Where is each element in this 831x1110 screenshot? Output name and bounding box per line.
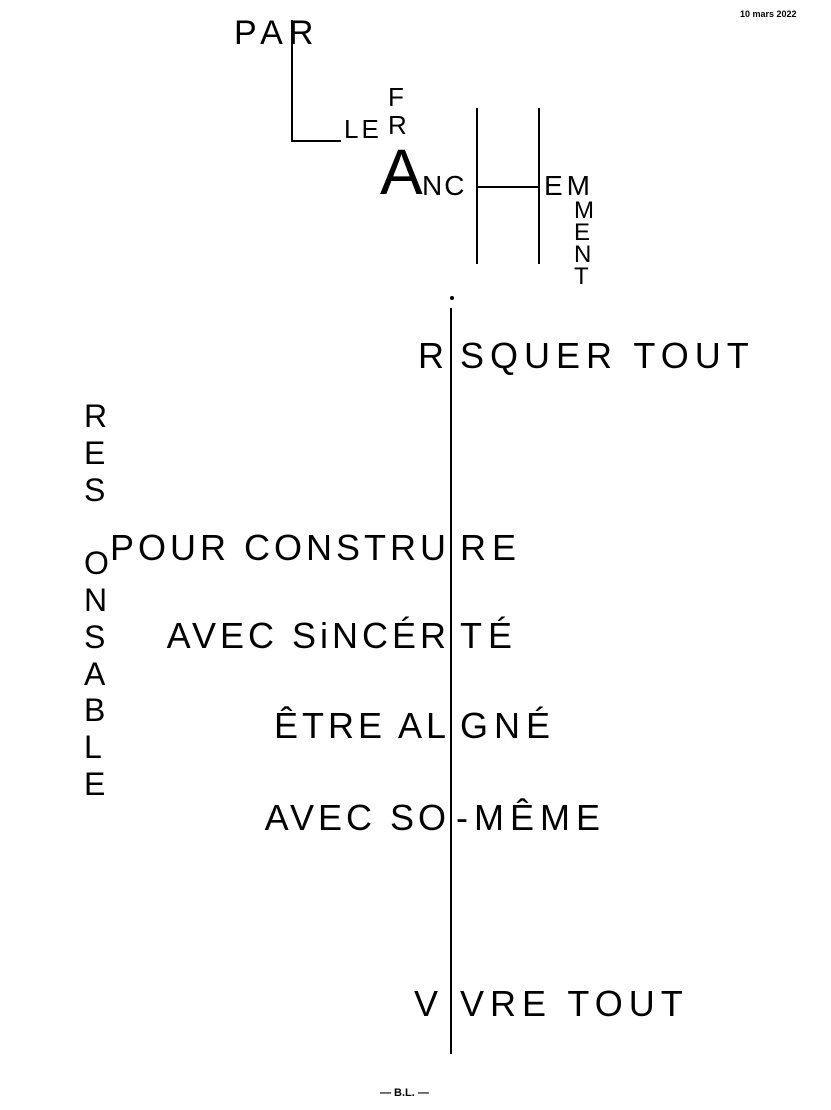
header-a-big: A [380, 136, 423, 208]
line1-right: SQUER TOUT [460, 335, 755, 376]
responsable-letter: O [84, 545, 109, 582]
ment-letter: E [574, 219, 591, 246]
responsable-letter: N [84, 581, 108, 618]
line5-right: -MÊME [456, 797, 606, 838]
main-vertical-line [450, 308, 452, 1054]
line2-right: RE [460, 527, 523, 568]
header-par-stem [291, 20, 293, 142]
line3-left: AVEC SiNCÉR [166, 615, 450, 656]
header-le: LE [344, 114, 382, 144]
responsable-letter: A [84, 655, 106, 692]
h-crossbar [476, 186, 540, 188]
header-ment-vertical: M E N T [574, 197, 594, 290]
line3-right: TÉ [460, 615, 519, 656]
date-label: 10 mars 2022 [740, 9, 797, 19]
header-r: R [388, 110, 413, 140]
signature: — B.L. — [380, 1087, 429, 1099]
ment-letter: N [574, 241, 592, 268]
header-f: F [388, 82, 410, 112]
i-dot [450, 296, 454, 300]
header-nc: NC [422, 170, 467, 201]
line1-left: R [418, 335, 444, 376]
responsable-letter: R [84, 398, 108, 434]
responsable-letter: E [84, 434, 106, 471]
line2-left: POUR CONSTRU [109, 527, 450, 568]
responsable-letter: L [84, 729, 102, 766]
responsable-letter: S [84, 471, 106, 508]
header-em: EM [544, 170, 594, 201]
line6-left: V [414, 983, 439, 1024]
line4-right: GNÉ [460, 705, 557, 746]
line6-right: VRE TOUT [460, 983, 689, 1024]
line5-left: AVEC SO [264, 797, 450, 838]
responsable-vertical: R E S P O N S A B L E [84, 398, 109, 803]
header-par: PAR [234, 14, 320, 52]
responsable-letter: E [84, 765, 106, 802]
ment-letter: M [574, 197, 594, 224]
line4-left: ÊTRE AL [273, 705, 450, 746]
responsable-letter: S [84, 618, 106, 655]
ment-letter: T [574, 263, 589, 290]
header-le-bar [291, 140, 341, 142]
responsable-letter: B [84, 692, 106, 729]
